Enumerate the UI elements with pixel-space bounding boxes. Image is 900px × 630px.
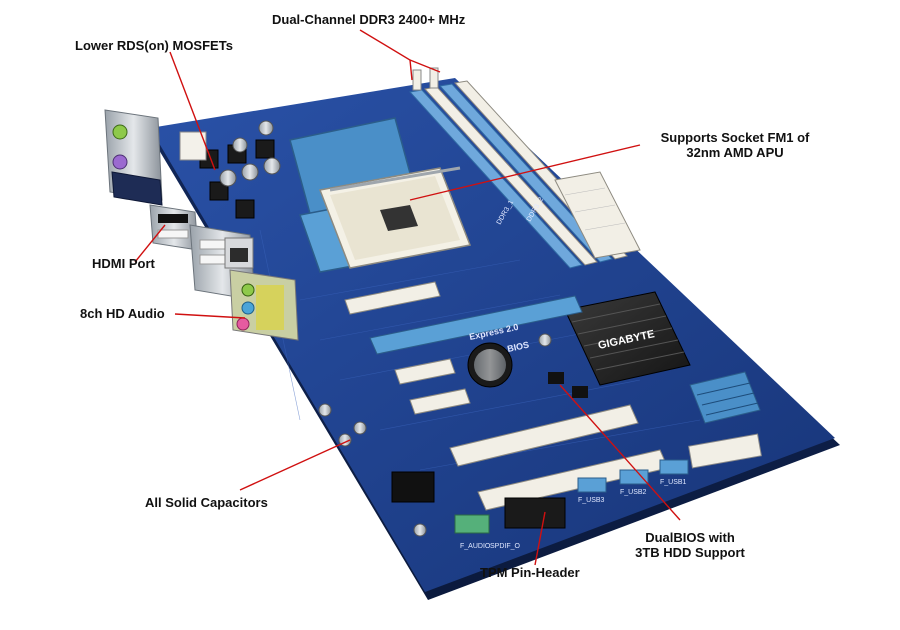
dualbios-chips <box>548 372 588 398</box>
pcie-x1-slots <box>394 358 471 415</box>
f-audio-header <box>454 514 490 534</box>
callout-lines <box>134 29 681 566</box>
callout-mosfets: Lower RDS(on) MOSFETs <box>75 38 233 53</box>
solid-capacitor <box>241 163 259 181</box>
callout-dualbios-line1: DualBIOS with <box>645 530 735 545</box>
audio-jack-green <box>241 283 255 297</box>
f-usb1-silk: F_USB1 <box>660 479 687 486</box>
pcie-x1-slot <box>394 358 456 385</box>
solid-capacitor <box>263 157 281 175</box>
tpm-header <box>504 497 566 529</box>
audio-codec <box>391 471 435 503</box>
callout-hdmi: HDMI Port <box>92 256 155 271</box>
dimm-slot-3 <box>439 83 613 263</box>
callout-line-tpm <box>534 511 546 566</box>
usb-port-3 <box>199 254 229 265</box>
solid-capacitor <box>258 120 274 136</box>
ps2-keyboard-port <box>112 154 128 170</box>
pcie-x16-slot <box>344 281 583 355</box>
callout-line-mosfets <box>169 51 216 171</box>
pcie-x1-slot <box>409 388 471 415</box>
audio-jack-blue <box>241 301 255 315</box>
callout-audio: 8ch HD Audio <box>80 306 165 321</box>
callout-capacitors: All Solid Capacitors <box>145 495 268 510</box>
callout-dualbios-line2: 3TB HDD Support <box>635 545 745 560</box>
callout-line-audio <box>174 313 246 319</box>
f-audio-silk: F_AUDIO <box>460 543 491 550</box>
solid-capacitor <box>232 137 248 153</box>
f-usb-header <box>619 469 649 485</box>
callout-line-capacitors <box>239 439 351 491</box>
sata-ports <box>689 371 761 424</box>
audio-jack-pink <box>236 317 250 331</box>
callout-line-ddr3 <box>359 29 413 81</box>
atx-24pin-connector <box>554 171 641 259</box>
callout-line-socket <box>409 144 641 201</box>
callout-line-dualbios <box>559 384 681 521</box>
callout-socket-line2: 32nm AMD APU <box>686 145 784 160</box>
callout-tpm: TPM Pin-Header <box>480 565 580 580</box>
front-headers <box>577 433 762 493</box>
rear-io-panel <box>104 109 299 341</box>
callout-ddr3: Dual-Channel DDR3 2400+ MHz <box>272 12 466 27</box>
spdif-silk: SPDIF_O <box>490 543 521 550</box>
callout-socket-line1: Supports Socket FM1 of <box>660 130 810 145</box>
callout-socket: Supports Socket FM1 of 32nm AMD APU <box>640 130 830 160</box>
callout-line-ddr3-branch <box>409 59 441 73</box>
bios-silk: BIOS <box>506 340 530 354</box>
f-usb-header <box>577 477 607 493</box>
usb-port-2 <box>199 239 229 250</box>
ps2-mouse-port <box>112 124 128 140</box>
chipset-heatsink: GIGABYTE <box>564 291 691 386</box>
front-panel-header <box>688 433 762 469</box>
f-usb-header <box>659 459 689 475</box>
callout-dualbios: DualBIOS with 3TB HDD Support <box>615 530 765 560</box>
hdmi-connector <box>158 214 188 223</box>
f-usb2-silk: F_USB2 <box>620 489 647 496</box>
solid-capacitor <box>219 169 237 187</box>
f-usb3-silk: F_USB3 <box>578 497 605 504</box>
cpu-socket-fm1 <box>289 117 472 273</box>
usb-port-1 <box>157 229 189 239</box>
callout-line-hdmi <box>134 224 166 263</box>
solid-capacitors-group <box>318 333 552 537</box>
vrm-area <box>179 120 281 219</box>
